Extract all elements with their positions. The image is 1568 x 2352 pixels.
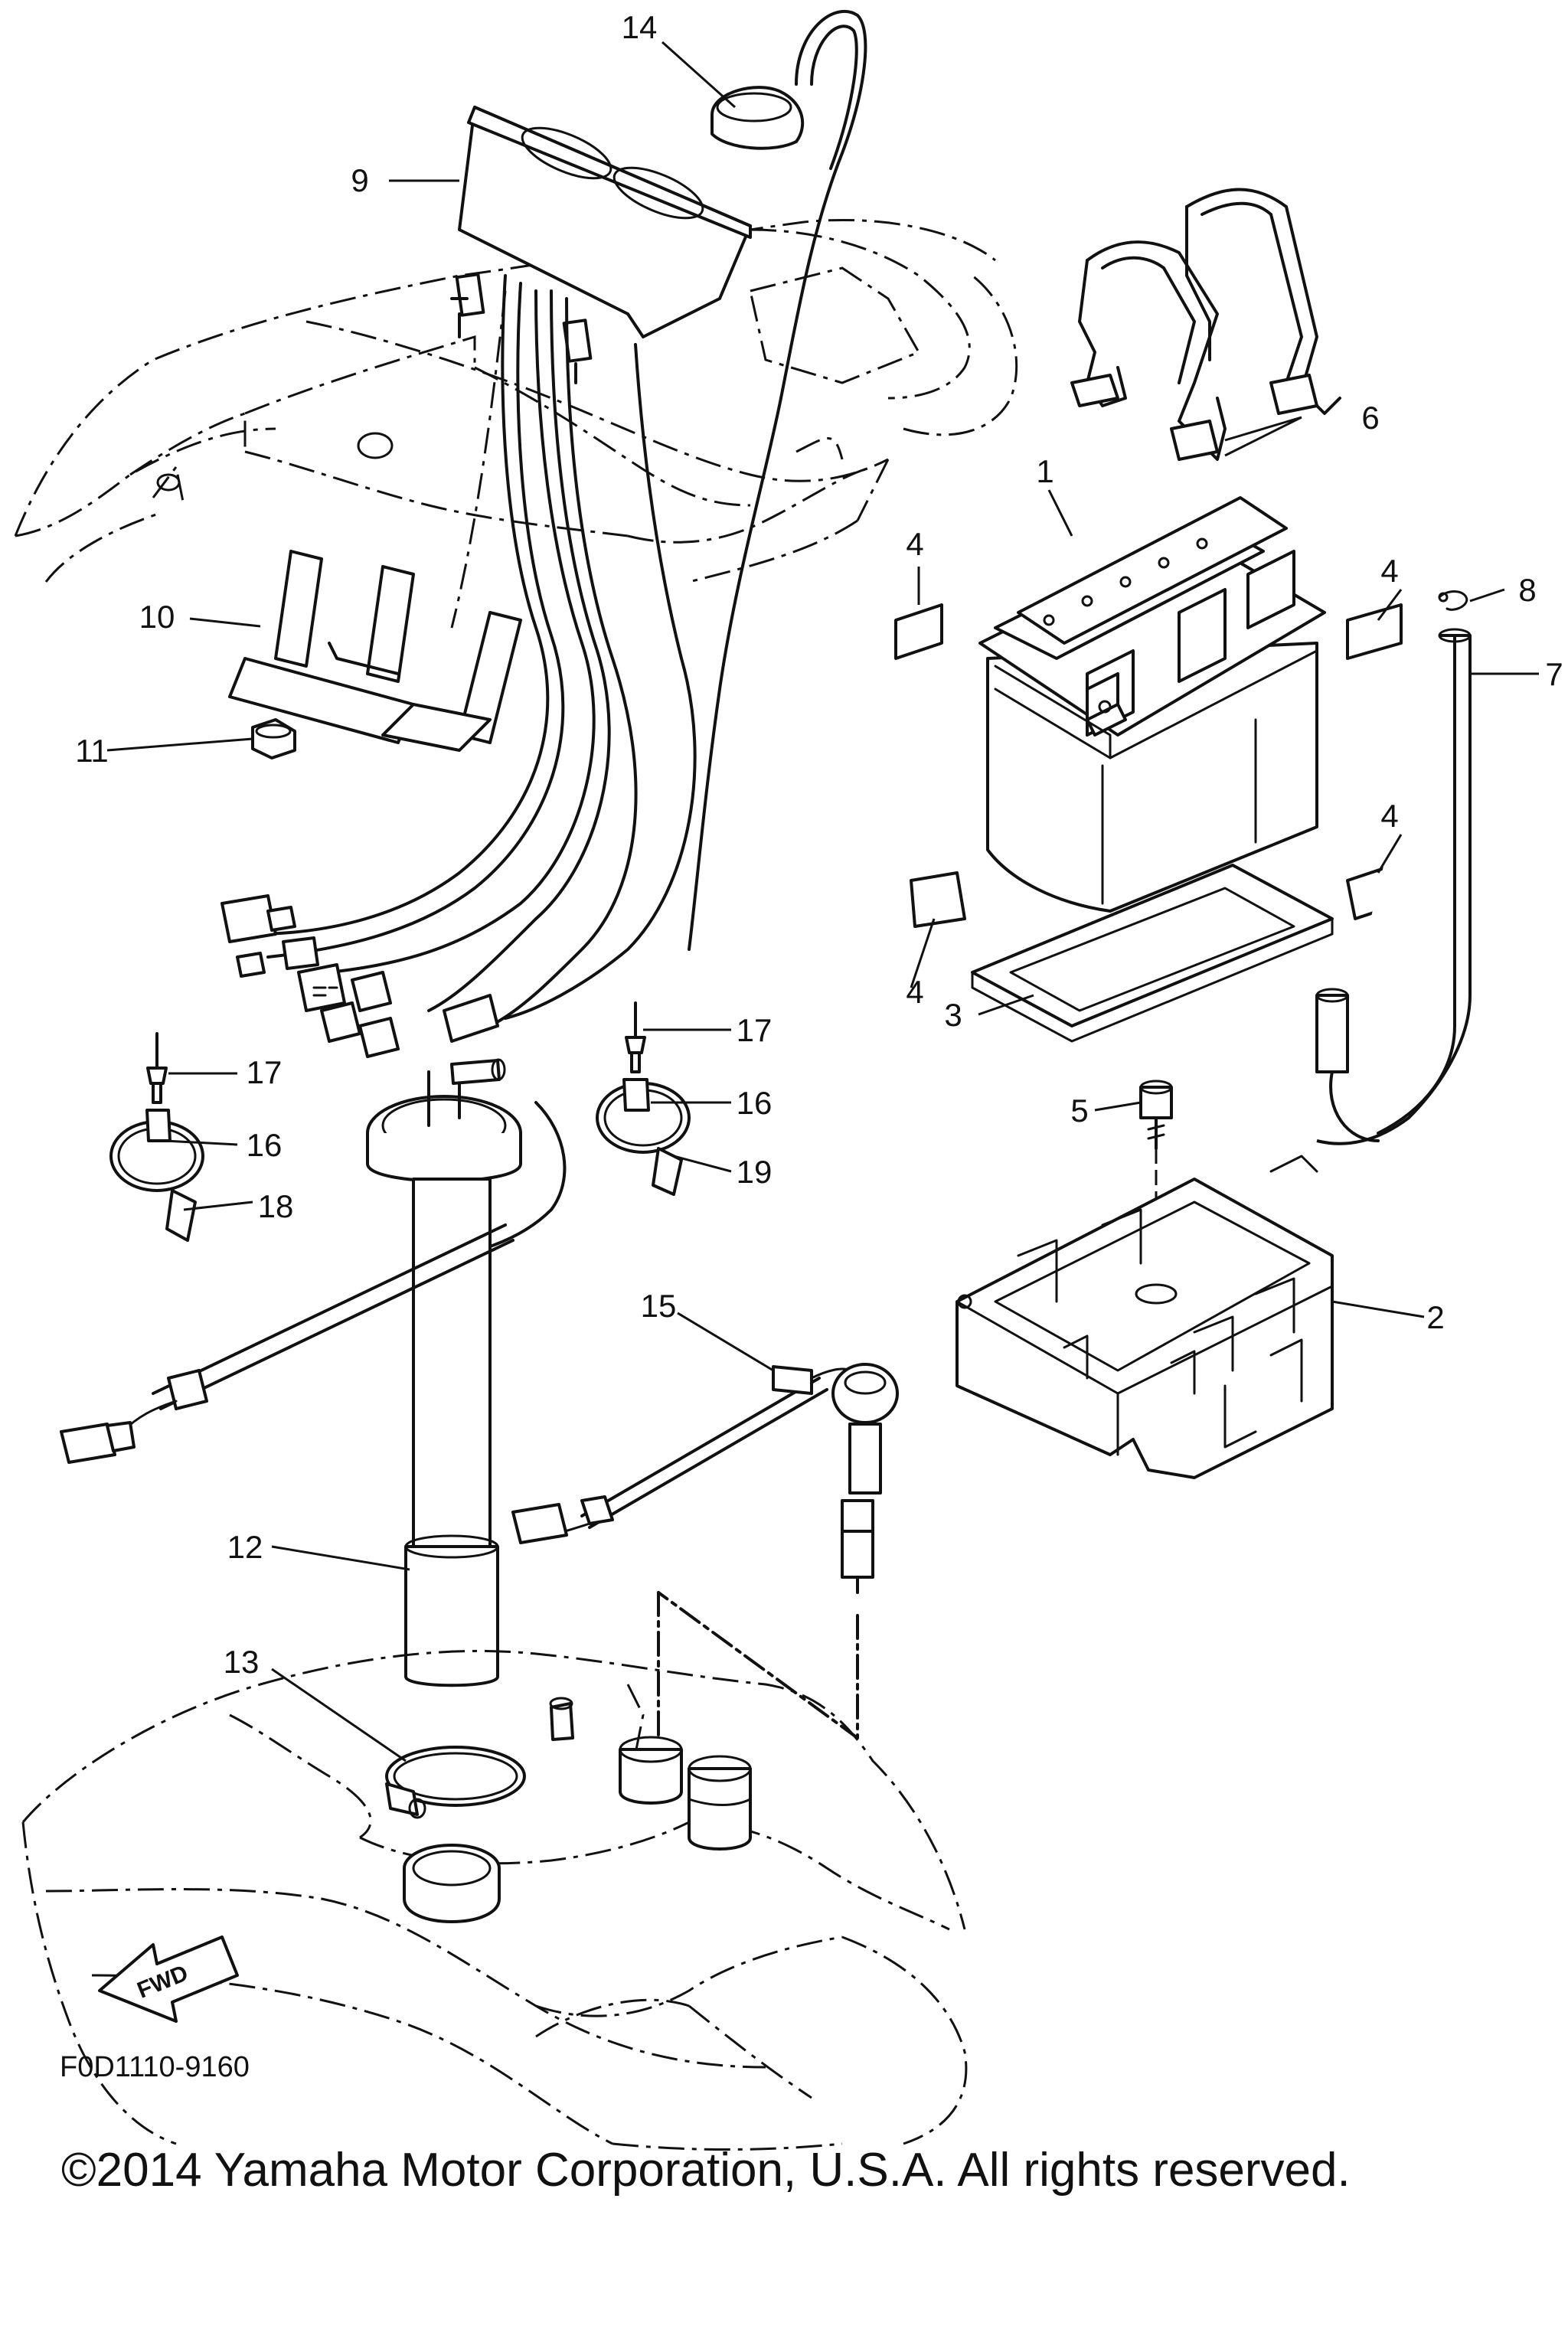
callout-2: 2 xyxy=(1426,1299,1444,1335)
callout-17b: 17 xyxy=(737,1012,773,1048)
part-3-battery-mat xyxy=(971,864,1334,1043)
part-14-grommet xyxy=(688,10,867,951)
part-13-hose-clamp xyxy=(385,1746,526,1819)
part-15-level-sensor xyxy=(511,1363,899,1740)
leader-lines xyxy=(106,41,1539,1762)
clamp-assembly-left xyxy=(109,1032,204,1242)
copyright-notice: ©2014 Yamaha Motor Corporation, U.S.A. A… xyxy=(61,2144,1351,2197)
callout-6: 6 xyxy=(1361,400,1379,436)
callout-4b: 4 xyxy=(1380,553,1398,589)
callout-12: 12 xyxy=(227,1529,263,1565)
callout-10: 10 xyxy=(139,599,175,635)
callout-8: 8 xyxy=(1518,572,1536,608)
part-9-meter-housing xyxy=(450,106,752,384)
part-6-battery-bands xyxy=(1070,188,1341,461)
callout-7: 7 xyxy=(1545,656,1563,692)
hull-deck-outline xyxy=(14,218,1018,583)
wire-harness xyxy=(251,274,697,1027)
callouts: 14 9 10 11 1 6 4 4 4 4 3 8 7 5 2 17 16 1… xyxy=(75,9,1563,1680)
callout-4a: 4 xyxy=(906,526,923,562)
callout-3: 3 xyxy=(944,997,962,1033)
fuel-tank-outline xyxy=(21,1649,968,2151)
callout-13: 13 xyxy=(224,1644,260,1680)
callout-16a: 16 xyxy=(247,1127,283,1163)
part-5-bolt xyxy=(1139,1080,1173,1294)
callout-15: 15 xyxy=(641,1288,677,1324)
callout-14: 14 xyxy=(622,9,658,45)
part-12-fuel-sender xyxy=(60,1058,567,1687)
callout-18: 18 xyxy=(258,1188,294,1224)
part-1-battery xyxy=(978,496,1326,913)
callout-17a: 17 xyxy=(247,1054,283,1090)
drawing-code: F0D1110-9160 xyxy=(60,2051,250,2083)
callout-16b: 16 xyxy=(737,1085,773,1121)
part-10-bracket xyxy=(228,550,522,752)
callout-4d: 4 xyxy=(906,974,923,1010)
part-11-nut xyxy=(251,718,296,760)
part-2-battery-box xyxy=(956,1155,1334,1479)
callout-9: 9 xyxy=(351,162,368,198)
callout-11: 11 xyxy=(75,733,109,769)
part-7-vent-hose xyxy=(1315,590,1472,1145)
harness-connectors xyxy=(220,894,499,1058)
callout-4c: 4 xyxy=(1380,798,1398,834)
callout-1: 1 xyxy=(1036,453,1054,489)
callout-19: 19 xyxy=(737,1154,773,1190)
fwd-arrow: FWD xyxy=(98,1936,239,2023)
clamp-assembly-right xyxy=(596,1001,691,1196)
callout-5: 5 xyxy=(1070,1093,1088,1129)
